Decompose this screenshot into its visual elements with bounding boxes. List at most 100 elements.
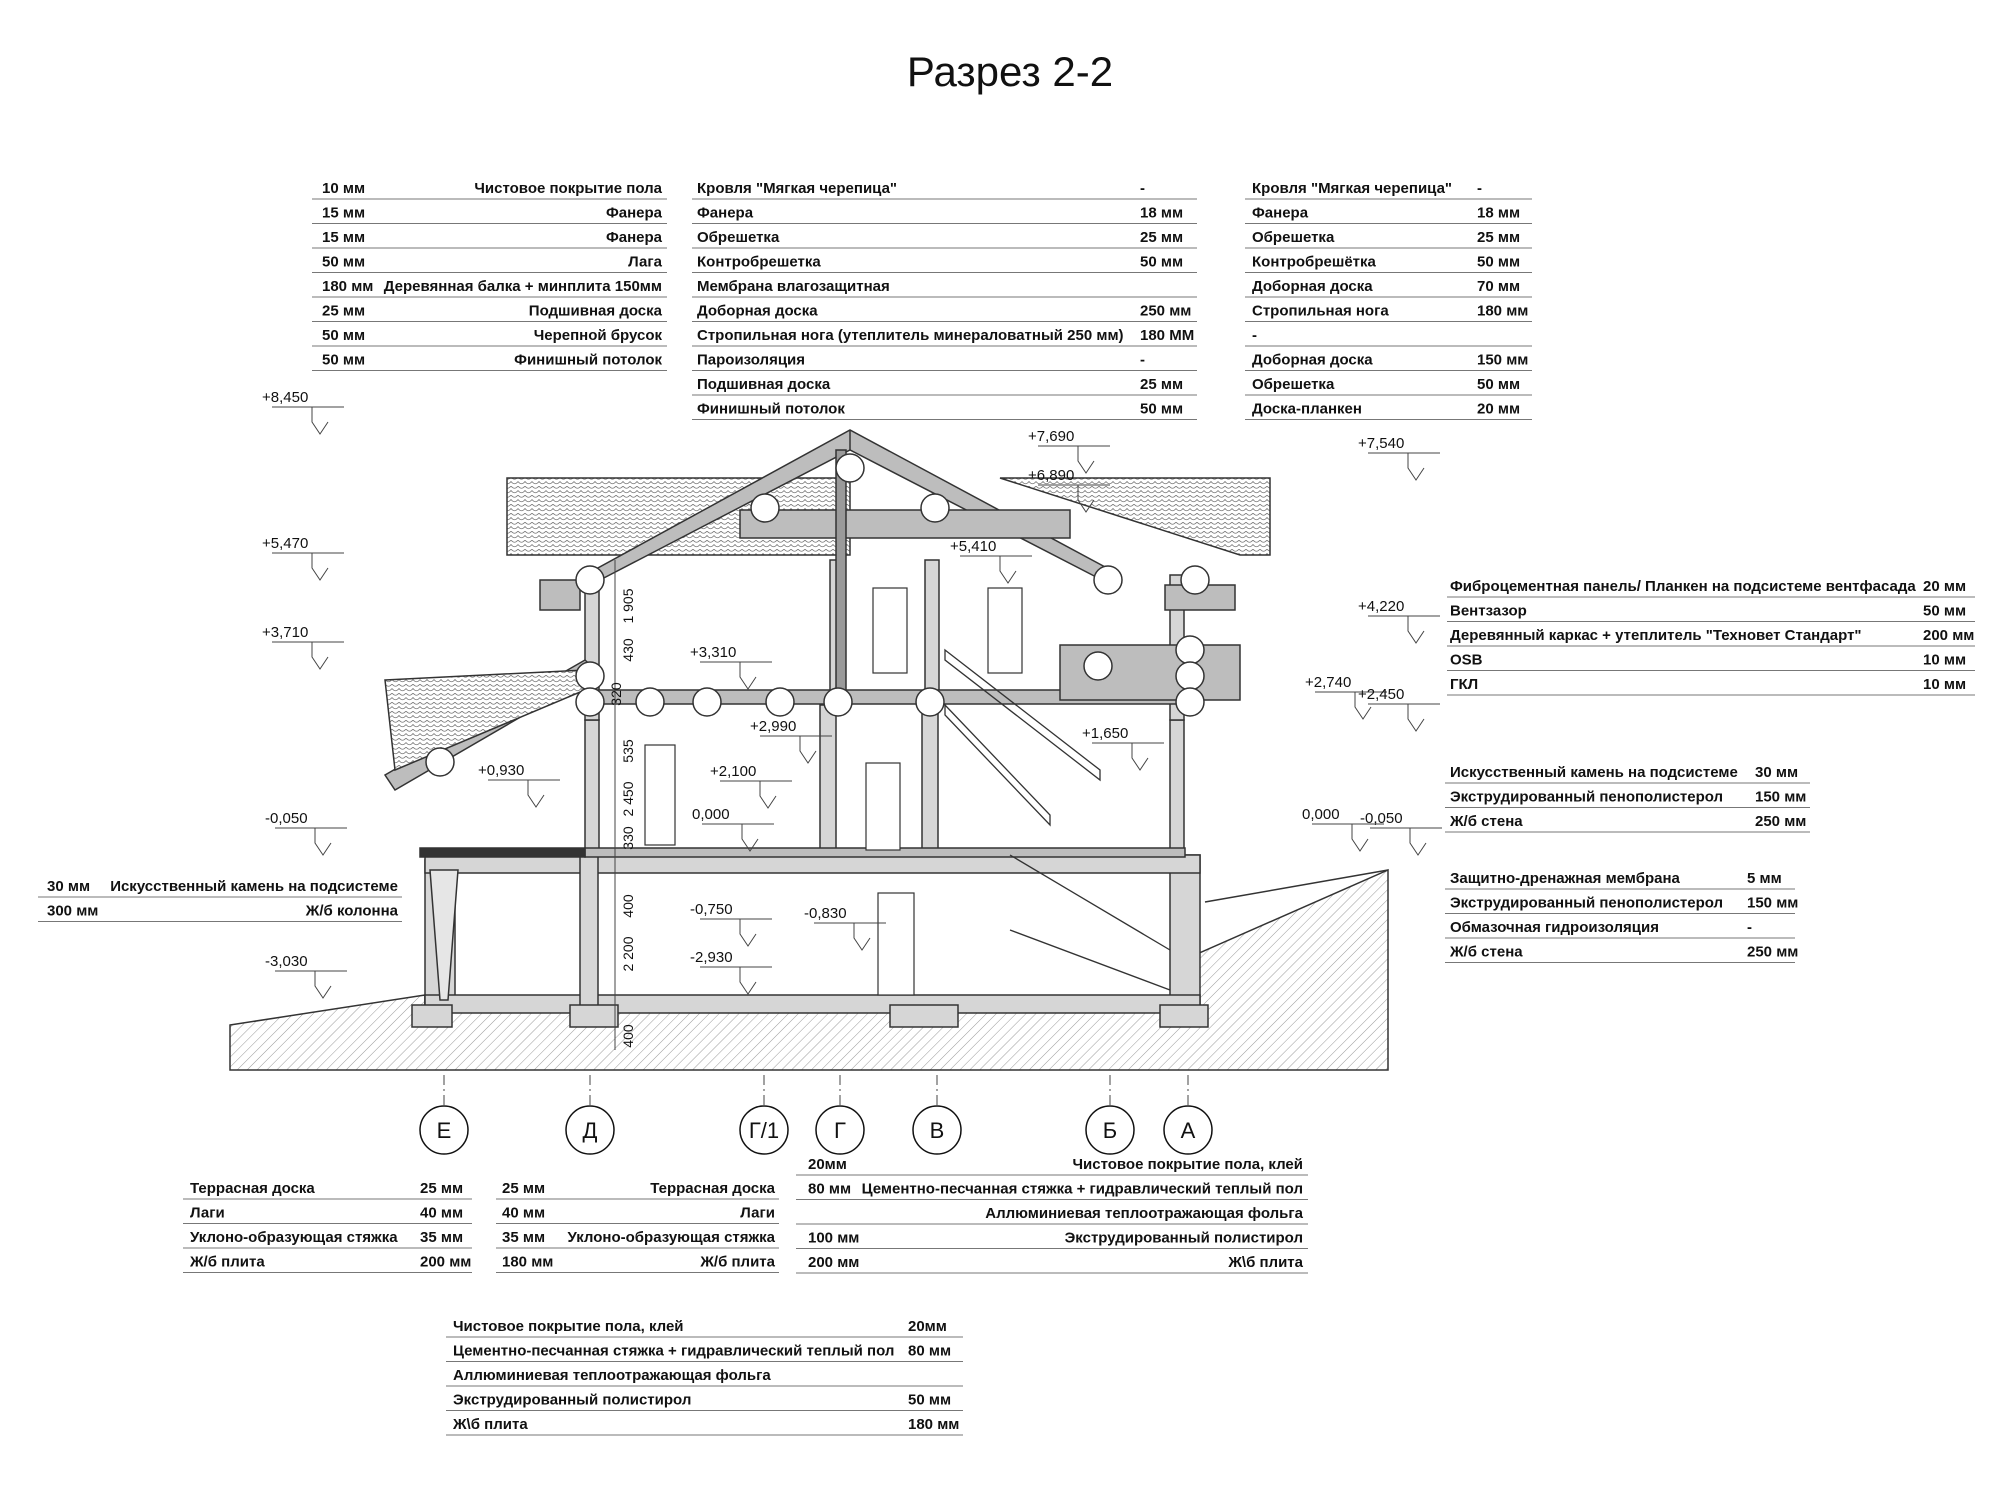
table-cell-right: Террасная доска [650, 1180, 775, 1197]
table-cell-left: Пароизоляция [697, 352, 805, 369]
basement [411, 854, 1209, 1028]
table-cell-right: 150 мм [1747, 895, 1798, 912]
level-mark: -0,050 [1360, 810, 1442, 856]
table-cell-right: Подшивная доска [529, 303, 663, 320]
table-cell-right: 40 мм [420, 1205, 463, 1222]
table-cell-left: Доборная доска [697, 303, 818, 320]
level-label: -0,050 [265, 810, 308, 827]
table-cell-left: Обрешетка [697, 229, 780, 246]
table-cell-left: 20мм [808, 1156, 847, 1173]
table-cell-left: 15 мм [322, 205, 365, 222]
table-cell-left: Цементно-песчанная стяжка + гидравлическ… [453, 1343, 894, 1360]
table-cell-left: Вентзазор [1450, 603, 1527, 620]
table-cell-right: - [1140, 352, 1145, 369]
table-cell-right: 50 мм [1477, 376, 1520, 393]
table-cell-right: Чистовое покрытие пола [474, 180, 662, 197]
table-cell-left: Уклоно-образующая стяжка [190, 1229, 398, 1246]
table-cell-left: 10 мм [322, 180, 365, 197]
table-cell-right: 150 мм [1477, 352, 1528, 369]
level-label: +2,740 [1305, 674, 1351, 691]
level-mark: +0,930 [478, 762, 560, 808]
axis-label: Г [834, 1118, 846, 1143]
table-cell-left: 200 мм [808, 1254, 859, 1271]
level-label: +7,540 [1358, 435, 1404, 452]
table-cell-right: Фанера [606, 205, 663, 222]
table-cell-left: 50 мм [322, 352, 365, 369]
table-cell-left: Обрешетка [1252, 229, 1335, 246]
table-cell-right: 250 мм [1755, 813, 1806, 830]
level-mark: +2,100 [710, 763, 792, 809]
table-cell-left: Доска-планкен [1252, 401, 1362, 418]
dimension-label: 400 [620, 1024, 636, 1048]
table-cell-left: - [1252, 327, 1257, 344]
table-cell-right: 250 мм [1140, 303, 1191, 320]
table-cell-right: - [1477, 180, 1482, 197]
level-label: +3,310 [690, 644, 736, 661]
material-table-4: Фиброцементная панель/ Планкен на подсис… [1447, 578, 1975, 696]
table-cell-left: 25 мм [502, 1180, 545, 1197]
dimension-label: 2 200 [620, 936, 636, 971]
dimension-label: 2 450 [620, 781, 636, 816]
table-cell-left: Экструдированный пенополистерол [1450, 895, 1723, 912]
table-cell-right: 20 мм [1923, 578, 1966, 595]
dimension-label: 320 [608, 682, 624, 706]
table-cell-left: Фиброцементная панель/ Планкен на подсис… [1450, 578, 1916, 595]
table-cell-right: 250 мм [1747, 944, 1798, 961]
table-cell-right: 50 мм [1140, 401, 1183, 418]
table-cell-right: 25 мм [1140, 376, 1183, 393]
table-cell-left: 35 мм [502, 1229, 545, 1246]
axis-label: Г/1 [749, 1118, 779, 1143]
level-mark: +6,890 [1028, 467, 1110, 513]
level-label: +2,450 [1358, 686, 1404, 703]
table-cell-right: Искусственный камень на подсистеме [110, 878, 398, 895]
table-cell-left: Экструдированный пенополистерол [1450, 789, 1723, 806]
level-mark: +1,650 [1082, 725, 1164, 771]
table-cell-left: Искусственный камень на подсистеме [1450, 764, 1738, 781]
axis-marker: Г [815, 1075, 865, 1155]
level-mark: +3,710 [262, 624, 344, 670]
table-cell-left: Деревянный каркас + утеплитель "Техновет… [1450, 627, 1862, 644]
level-mark: +8,450 [262, 389, 344, 435]
staircase [944, 648, 1171, 991]
table-cell-left: 180 мм [322, 278, 373, 295]
table-cell-left: Ж\б плита [452, 1416, 528, 1433]
axis-marker: В [912, 1075, 962, 1155]
table-cell-right: 200 мм [420, 1254, 471, 1271]
table-cell-right: Экструдированный полистирол [1065, 1230, 1303, 1247]
table-cell-left: Обмазочная гидроизоляция [1450, 919, 1659, 936]
ground-floor [419, 704, 1186, 858]
table-cell-left: 50 мм [322, 327, 365, 344]
table-cell-right: Чистовое покрытие пола, клей [1072, 1156, 1303, 1173]
table-cell-right: Ж/б плита [699, 1254, 775, 1271]
table-cell-left: Кровля "Мягкая черепица" [1252, 180, 1452, 197]
table-cell-left: ГКЛ [1450, 676, 1478, 693]
level-label: +2,100 [710, 763, 756, 780]
table-cell-left: OSB [1450, 652, 1483, 669]
table-cell-right: 20 мм [1477, 401, 1520, 418]
table-cell-right: Фанера [606, 229, 663, 246]
table-cell-left: 100 мм [808, 1230, 859, 1247]
table-cell-left: Фанера [697, 205, 754, 222]
table-cell-right: Деревянная балка + минплита 150мм [384, 278, 662, 295]
table-cell-left: Финишный потолок [697, 401, 845, 418]
drawing-title: Разрез 2-2 [906, 48, 1114, 95]
level-mark: +2,740 [1305, 674, 1387, 720]
table-cell-left: Стропильная нога [1252, 303, 1389, 320]
table-cell-left: Защитно-дренажная мембрана [1450, 870, 1681, 887]
table-cell-right: 20мм [908, 1318, 947, 1335]
table-cell-right: 150 мм [1755, 789, 1806, 806]
table-cell-left: Ж/б стена [1449, 944, 1523, 961]
level-label: +1,650 [1082, 725, 1128, 742]
level-label: +2,990 [750, 718, 796, 735]
level-mark: -0,050 [265, 810, 347, 856]
dimension-label: 1 905 [620, 588, 636, 623]
table-cell-right: 18 мм [1477, 205, 1520, 222]
table-cell-right: Уклоно-образующая стяжка [567, 1229, 775, 1246]
table-cell-right: 25 мм [1477, 229, 1520, 246]
